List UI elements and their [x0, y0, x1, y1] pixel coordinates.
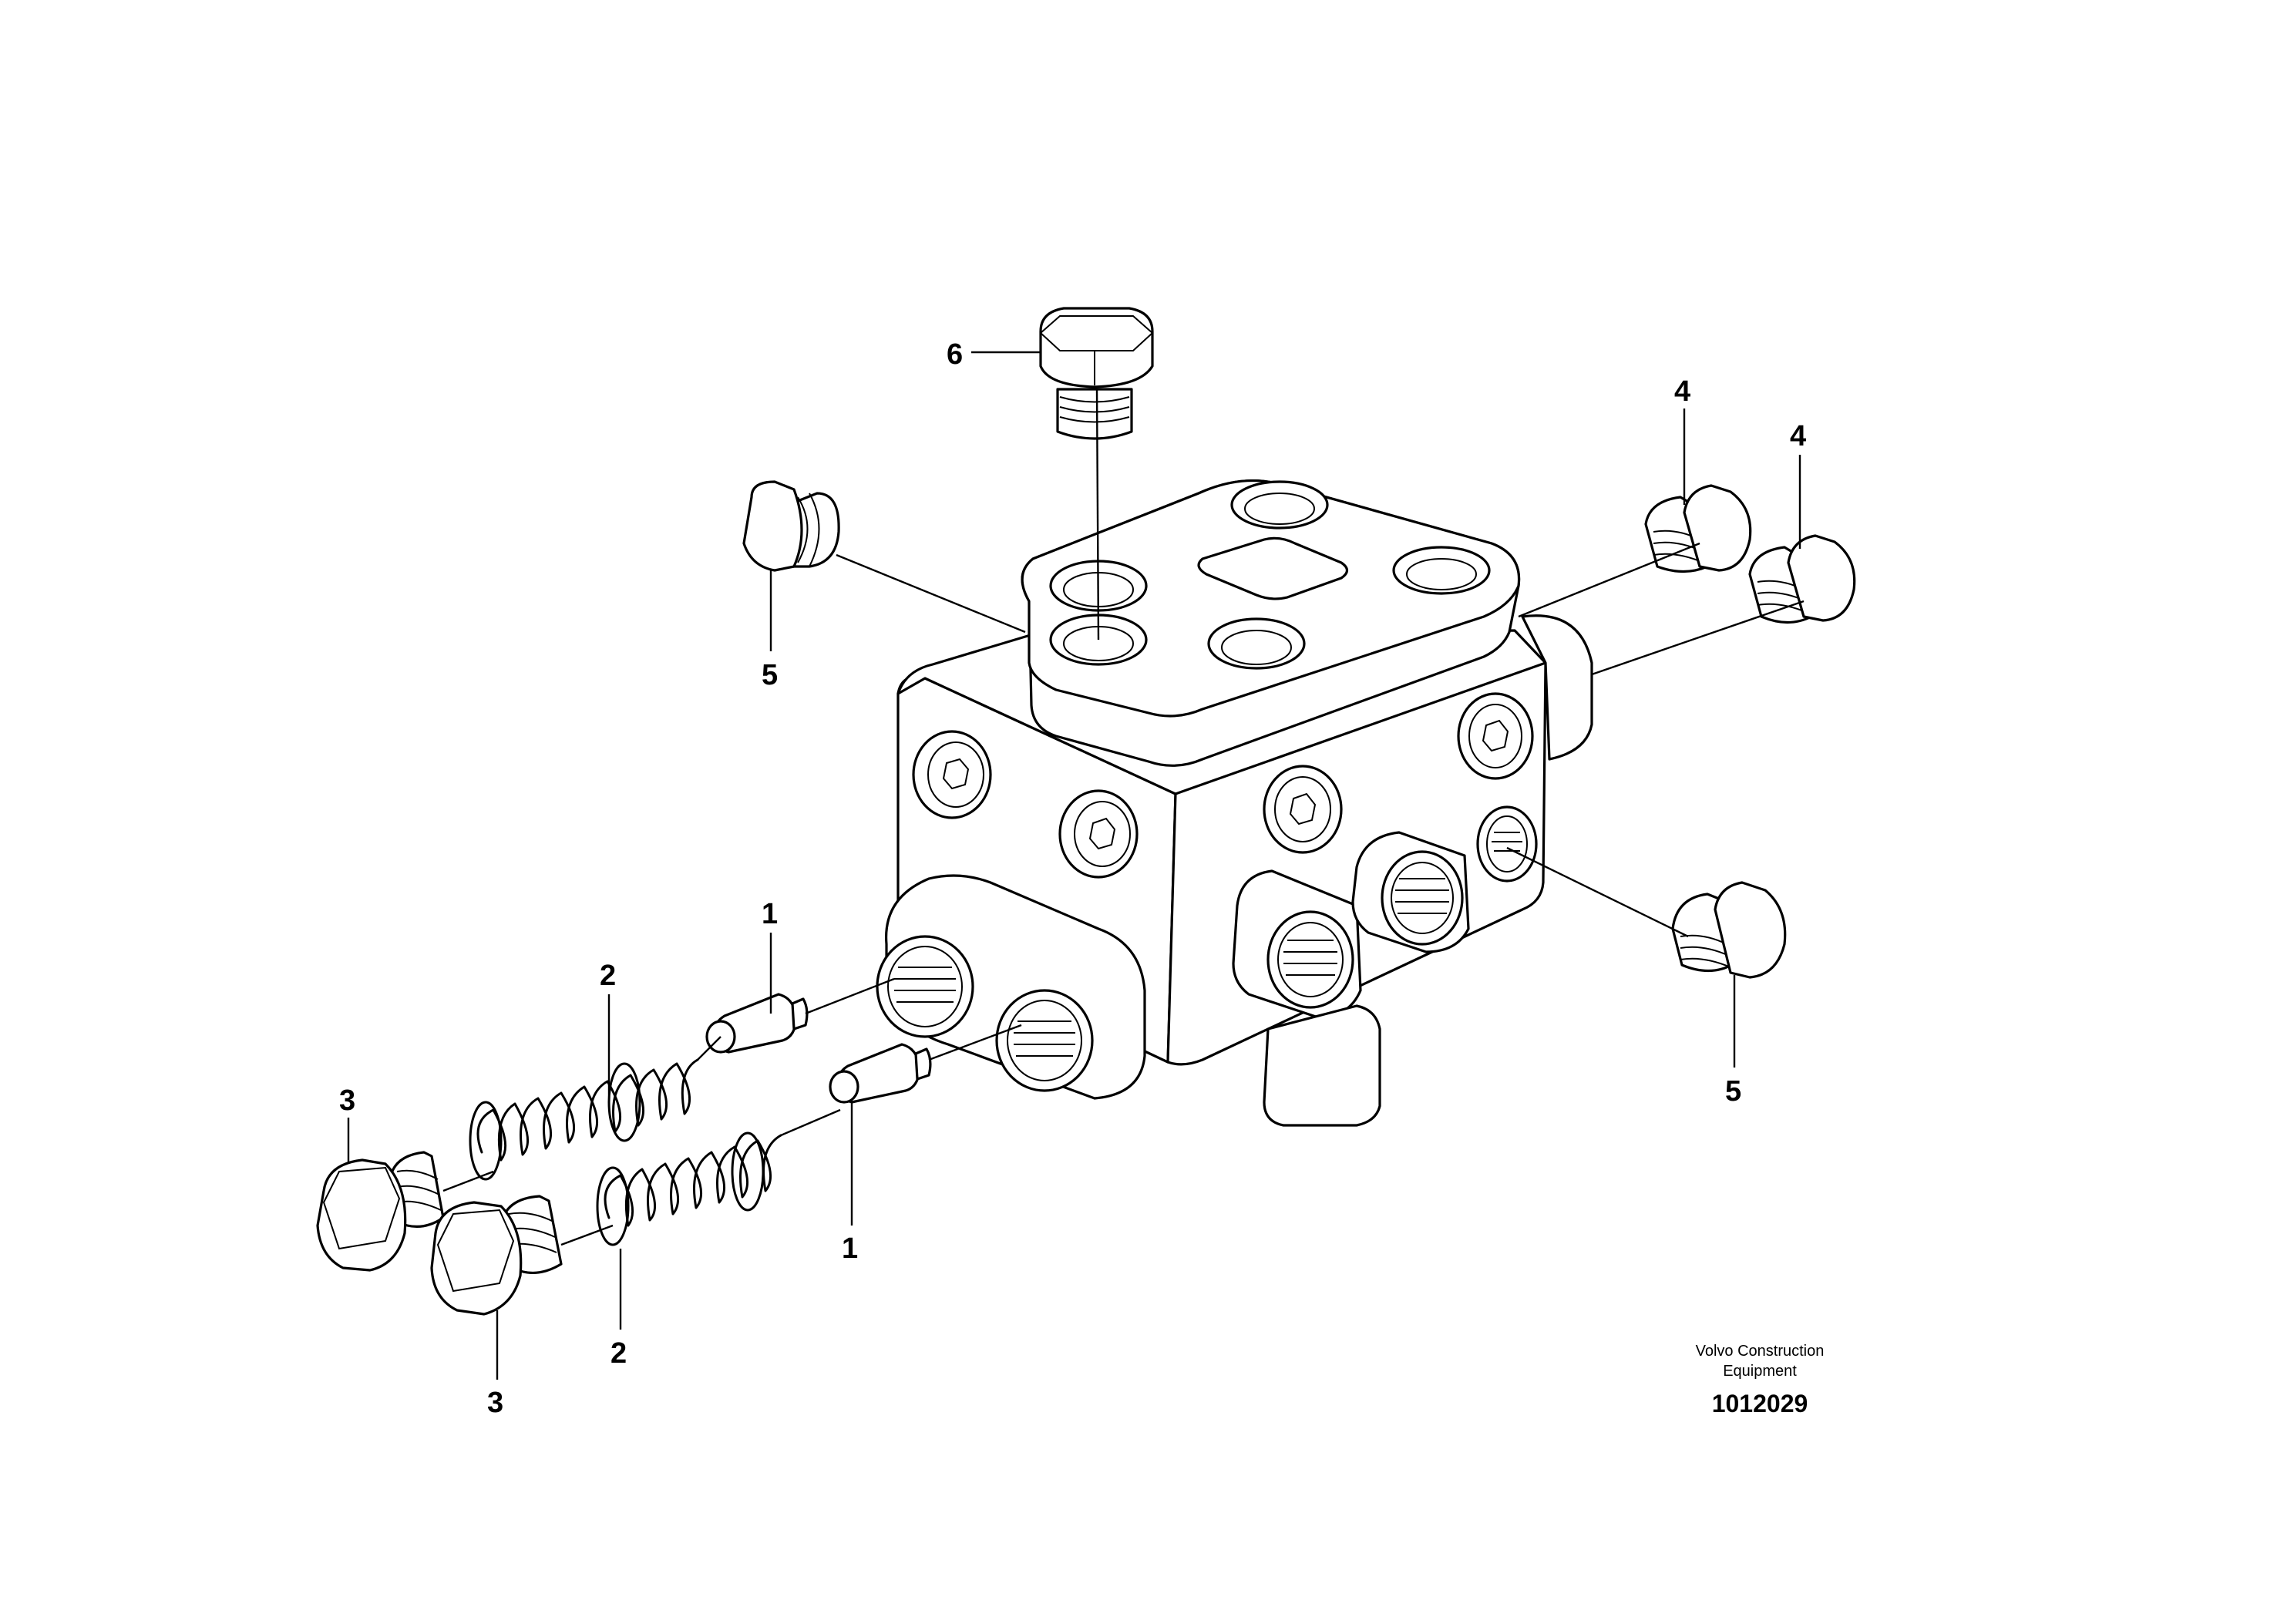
callout-item-1-upper: 1	[762, 898, 778, 930]
callout-item-5-left: 5	[762, 659, 778, 691]
port-bosses-right-face	[1232, 831, 1470, 1019]
callout-item-6: 6	[947, 338, 963, 371]
callout-item-4-right: 4	[1790, 420, 1806, 452]
valve-block-bottom-stub	[1263, 1004, 1381, 1127]
plug-item-5-right	[1671, 881, 1787, 979]
callout-item-3-upper: 3	[339, 1084, 355, 1117]
callout-item-4-left: 4	[1674, 375, 1690, 408]
plug-item-4-upper	[1644, 484, 1752, 573]
credit-line-2: Equipment	[1723, 1363, 1797, 1380]
valve-block	[876, 479, 1593, 1127]
socket-plugs-left-face	[912, 730, 1139, 879]
document-number: 1012029	[1712, 1390, 1808, 1417]
piston-item-1-upper	[705, 993, 809, 1054]
port-boss-front	[876, 874, 1146, 1100]
plug-item-4-lower	[1748, 534, 1856, 624]
callout-item-1-lower: 1	[842, 1232, 858, 1265]
callout-item-5-right: 5	[1725, 1075, 1741, 1108]
plug-item-3-lower	[430, 1195, 563, 1316]
plug-item-5-left	[742, 480, 840, 572]
piston-item-1-lower	[829, 1043, 932, 1104]
callout-item-3-lower: 3	[487, 1387, 503, 1419]
socket-plugs-right-face	[1263, 692, 1538, 883]
callout-item-2-upper: 2	[600, 960, 616, 992]
spring-item-2-upper	[469, 1058, 699, 1181]
spring-item-2-lower	[596, 1131, 782, 1246]
assembly-lines	[442, 388, 1805, 1246]
callout-item-2-lower: 2	[610, 1337, 627, 1370]
callout-leaders	[347, 351, 1801, 1380]
plug-item-3-upper	[316, 1151, 445, 1272]
plug-item-6	[1039, 307, 1154, 440]
credit-line-1: Volvo Construction	[1696, 1343, 1825, 1360]
valve-block-side-boss	[1521, 614, 1593, 761]
